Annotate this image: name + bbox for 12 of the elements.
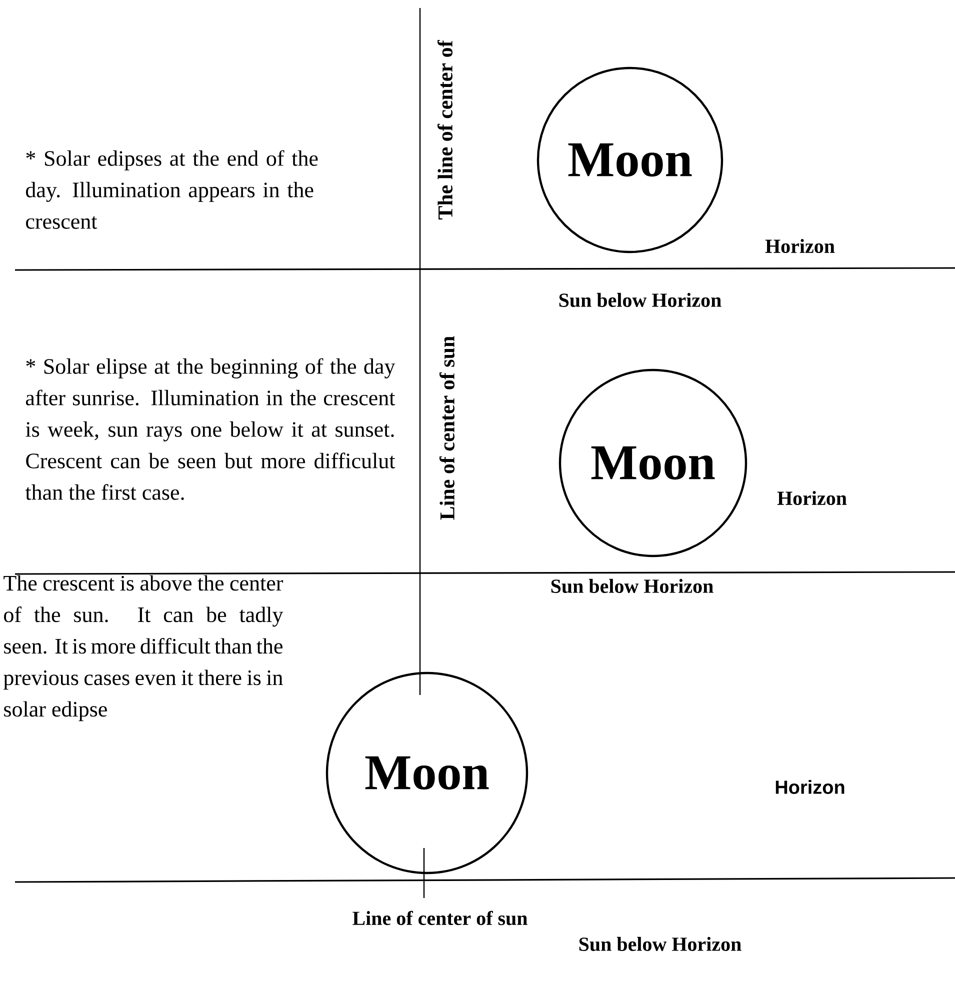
text-label: Line of center of sun [352,910,528,926]
axis-label: Line of center of sun [439,336,455,520]
text-label: Sun below Horizon [579,936,742,952]
text-label: Horizon [777,490,847,506]
axis-label: The line of center of [438,40,452,220]
text-label: Sun below Horizon [559,292,722,308]
description-text: The crescent is above the center of the sun. It can be tadly seen. It is more difficult than the previous cases even it there is in solar edipse [4,575,284,722]
text-label: Sun below Horizon [551,578,714,594]
text-label: Horizon [765,238,835,254]
horizon-label: Horizon [776,780,844,794]
description-text: * Solar elipse at the beginning of the day after sunrise. Illumination in the crescent is week, sun rays one below it at sunset. Crescent can be seen but more difficulut than the first case. [25,358,396,500]
description-text: * Solar edipses at the end of the day. Illumination appears in the crescent [26,150,318,229]
